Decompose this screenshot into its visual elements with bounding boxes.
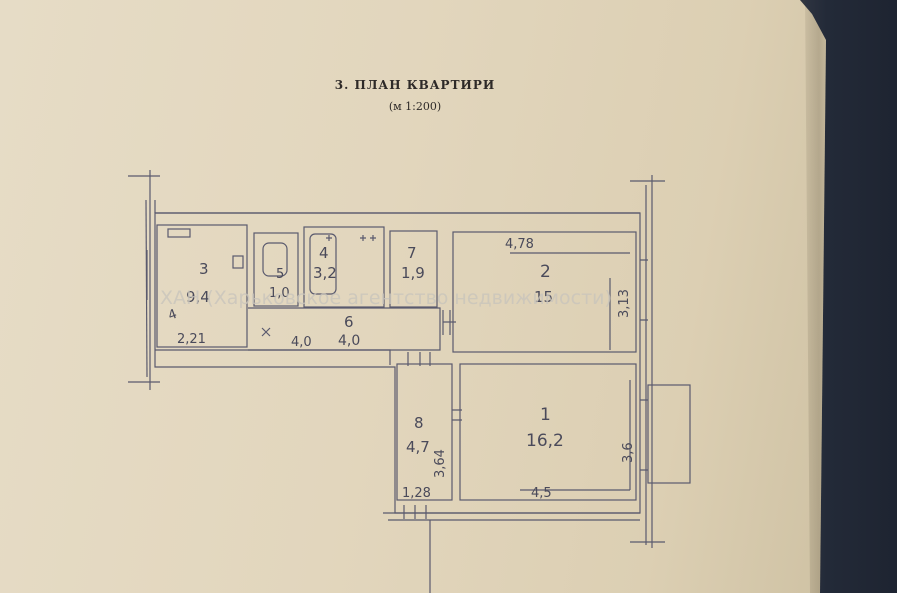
room-2-outline <box>452 231 637 353</box>
room-7-area: 1,9 <box>401 264 425 282</box>
room-3-width: 2,21 <box>177 332 206 347</box>
sink-icon <box>232 255 244 269</box>
room-1-number: 1 <box>540 405 551 425</box>
stove-icon <box>167 228 191 238</box>
bottom-wall <box>383 512 640 521</box>
room-2-depth: 3,13 <box>617 289 632 318</box>
corridor-length: 4,0 <box>291 335 312 350</box>
room-5-outline <box>253 232 299 307</box>
paper-sheet <box>0 0 826 593</box>
room-8-width: 1,28 <box>402 486 431 501</box>
room-4-outline <box>303 226 385 308</box>
room-1-area: 16,2 <box>526 431 564 451</box>
room-7-outline <box>389 230 438 308</box>
room-5-number: 5 <box>276 267 284 282</box>
room-1-width: 4,5 <box>531 486 552 501</box>
balcony-outline <box>647 384 691 484</box>
room-2-area: 15 <box>534 288 553 306</box>
document-title: 3. ПЛАН КВАРТИРИ <box>334 78 496 92</box>
room-2-width: 4,78 <box>505 237 534 252</box>
room-5-area: 1,0 <box>269 286 290 301</box>
room-2-number: 2 <box>540 262 551 282</box>
room-1-outline <box>459 363 637 501</box>
room-4-number: 4 <box>319 244 329 262</box>
document-scale: (м 1:200) <box>388 100 442 113</box>
room-1-depth: 3,6 <box>621 442 636 463</box>
toilet-icon <box>261 327 271 337</box>
room-8-outline <box>396 363 453 501</box>
room-3-depth: 4 <box>166 307 179 324</box>
room-3-number: 3 <box>199 260 209 278</box>
room-8-depth: 3,64 <box>433 449 448 478</box>
room-6-area: 4,0 <box>338 333 360 349</box>
bath-icon <box>309 233 337 295</box>
bathtub-icon <box>262 242 288 277</box>
right-dim-line <box>630 175 665 548</box>
room-3-outline <box>156 224 248 348</box>
watermark: ХАН (Харьковское агентство недвижимости) <box>160 287 612 309</box>
room-3-area: 9,4 <box>186 288 210 306</box>
room-4-area: 3,2 <box>313 264 337 282</box>
room-6-number: 6 <box>344 313 354 331</box>
left-dim-line <box>128 170 160 390</box>
room-8-area: 4,7 <box>406 438 430 456</box>
room-7-number: 7 <box>407 244 417 262</box>
room-8-number: 8 <box>414 414 424 432</box>
